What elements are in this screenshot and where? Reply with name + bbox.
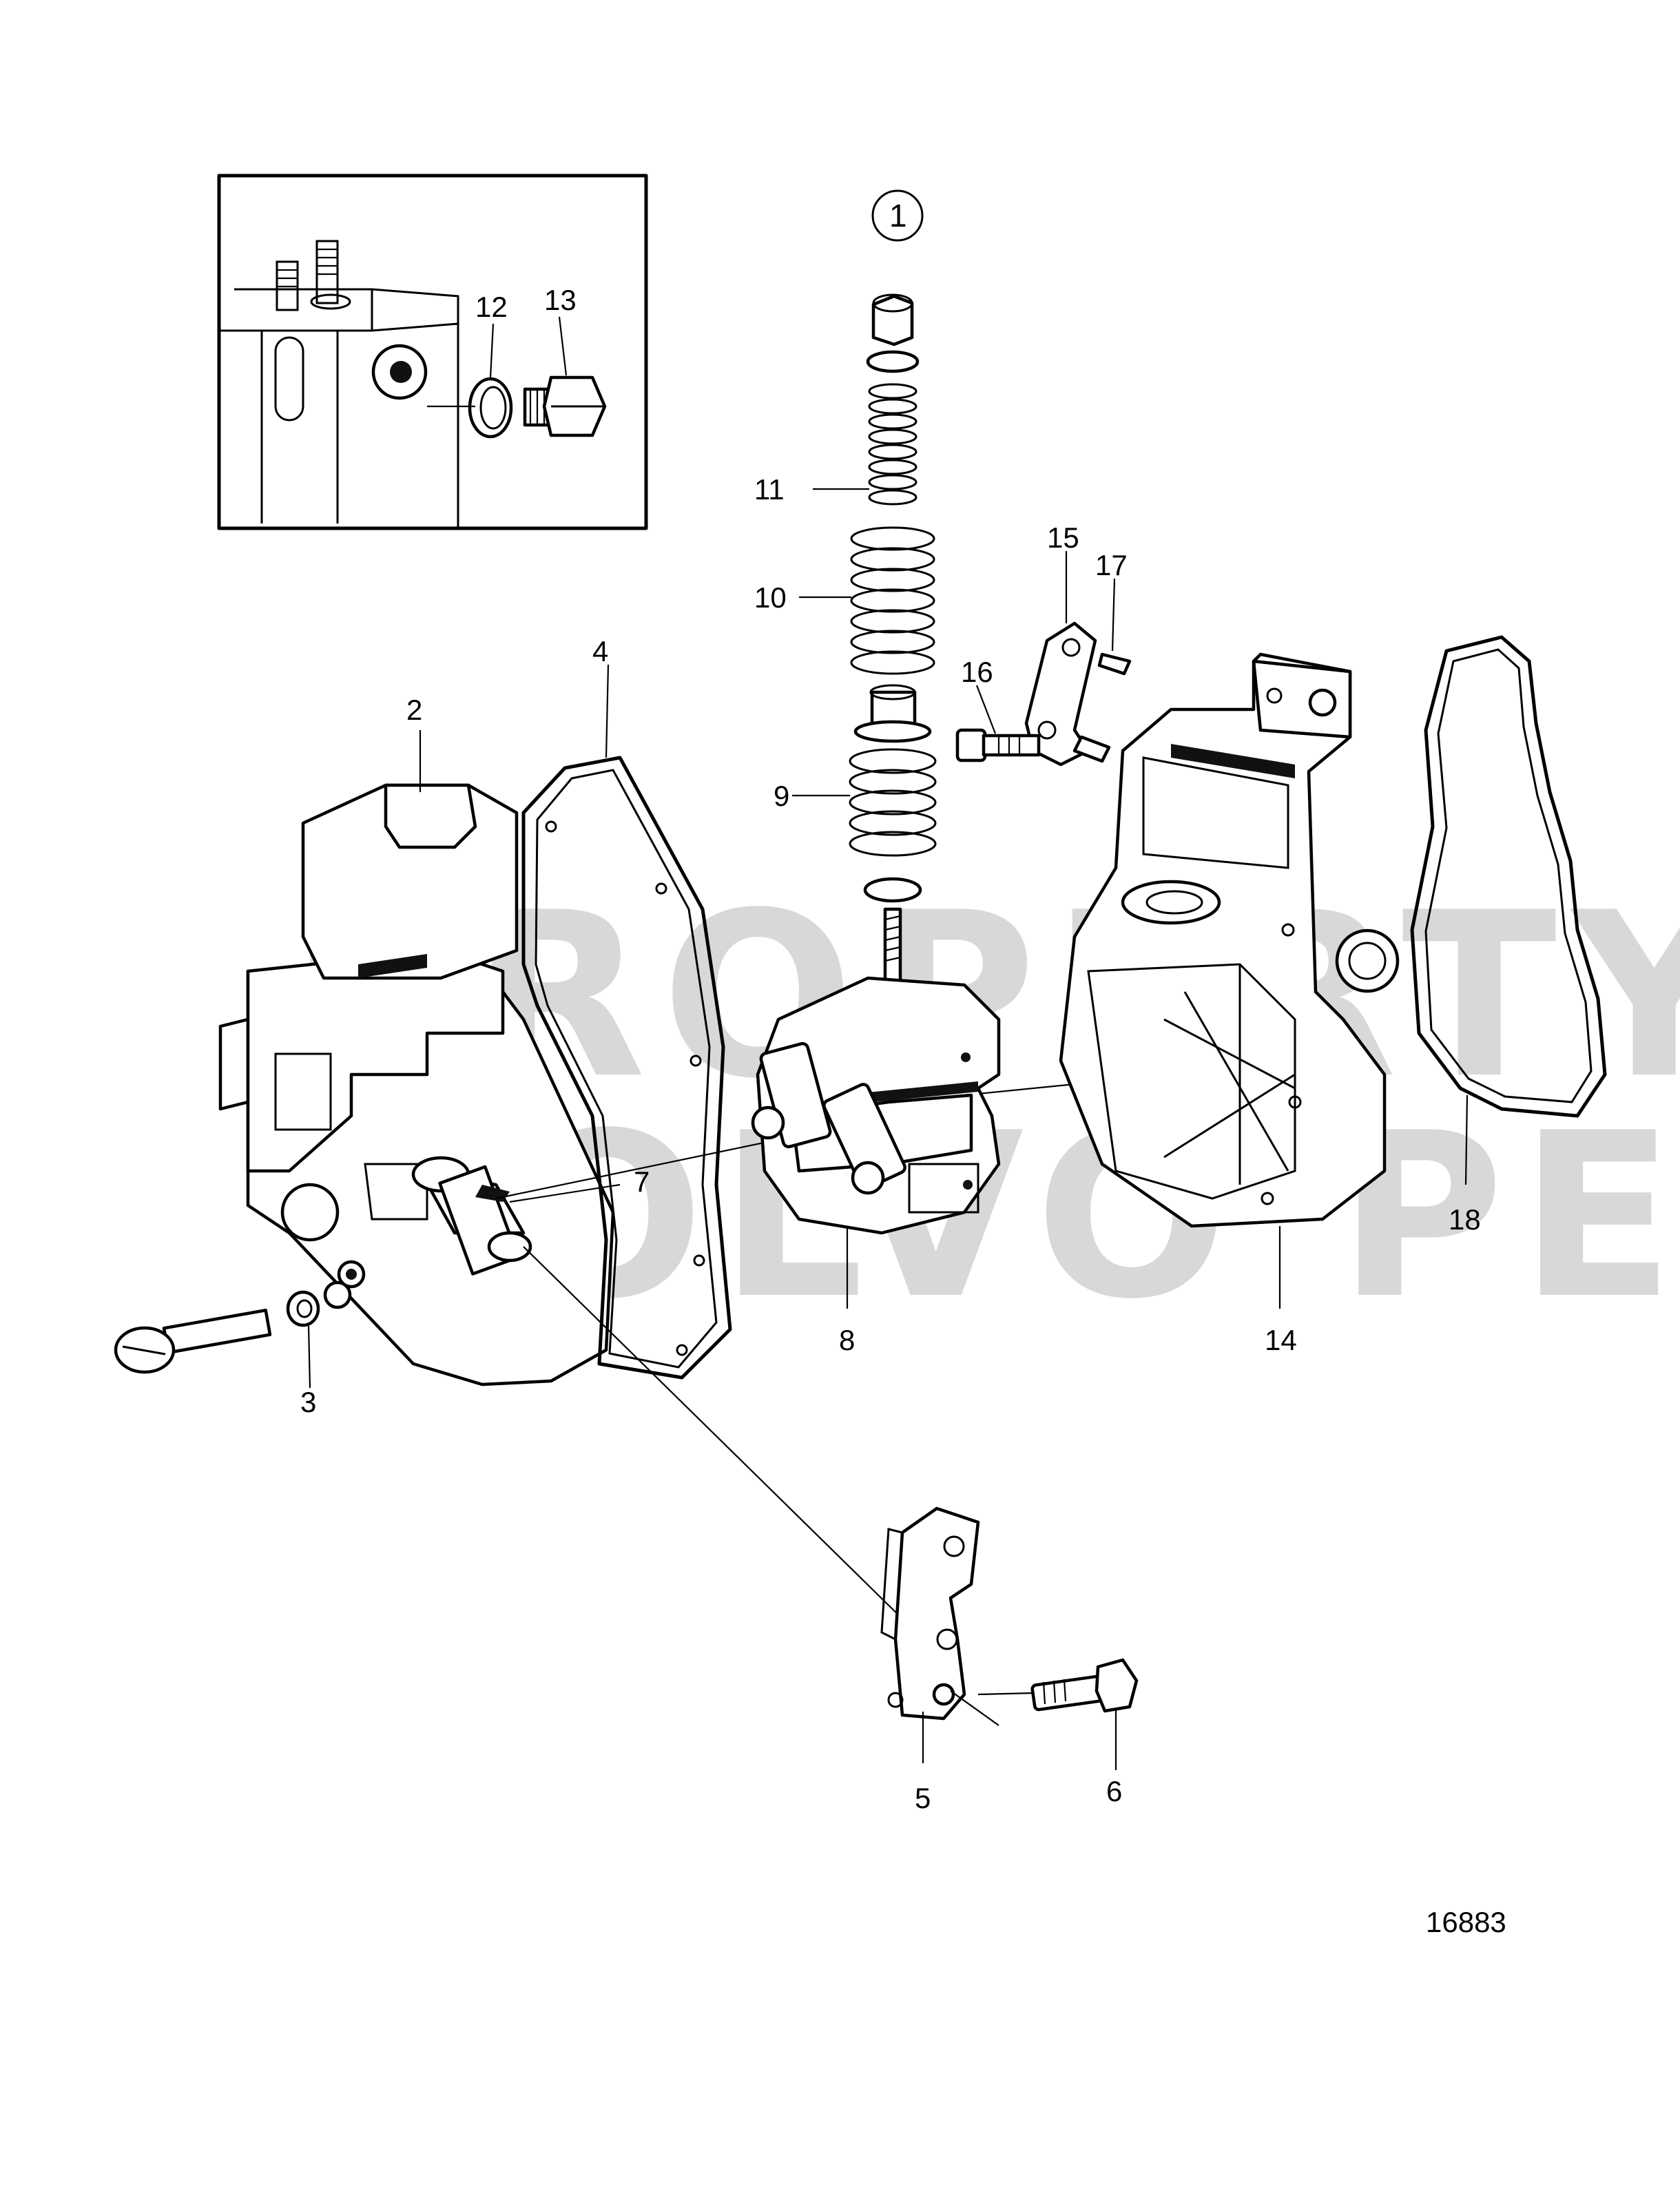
- link-5: [880, 1506, 999, 1726]
- leader-12: [489, 323, 495, 378]
- lower-washer: [863, 877, 922, 903]
- spring-retainer: [853, 684, 932, 743]
- shaft: [411, 1156, 532, 1276]
- spring-seat-washer: [866, 350, 920, 373]
- callout-7: 7: [634, 1165, 650, 1198]
- callout-14: 14: [1265, 1324, 1297, 1356]
- callout-10: 10: [754, 581, 787, 614]
- callout-2: 2: [406, 694, 422, 726]
- leader-7: [509, 1183, 621, 1203]
- flyweight-assembly-8: [751, 976, 1001, 1235]
- view-number-badge: 1: [871, 189, 924, 242]
- inset-housing-corner: [220, 240, 459, 527]
- pin-17: [1097, 652, 1132, 676]
- spring-stack: [849, 293, 937, 987]
- callout-8: 8: [839, 1324, 855, 1356]
- callout-11: 11: [754, 473, 785, 506]
- callout-5: 5: [915, 1782, 931, 1814]
- leader-13: [558, 316, 568, 376]
- lever-15: [1024, 621, 1111, 767]
- callout-16: 16: [961, 656, 993, 688]
- washer-3: [286, 1290, 320, 1327]
- spring-10: [850, 526, 935, 675]
- callout-3: 3: [300, 1386, 316, 1418]
- bolt-16: [955, 728, 1041, 762]
- callout-12: 12: [475, 291, 508, 323]
- view-number: 1: [889, 198, 907, 233]
- gasket-18: [1410, 635, 1607, 1118]
- screw-3: [114, 1290, 320, 1374]
- inset-detail: 12 13: [217, 174, 648, 530]
- bolt-6: [1030, 1658, 1139, 1713]
- leader-4: [605, 664, 610, 758]
- callout-6: 6: [1106, 1775, 1122, 1807]
- leader-17: [1111, 578, 1116, 652]
- callout-18: 18: [1449, 1203, 1481, 1236]
- spring-11: [868, 383, 917, 506]
- governor-housing-2: [218, 783, 615, 1387]
- gasket-4: [521, 756, 732, 1380]
- seal-ring-12: [468, 377, 513, 439]
- callout-9: 9: [774, 780, 789, 812]
- plug-13: [523, 375, 607, 437]
- leader-18: [1464, 1094, 1469, 1185]
- leader-16: [975, 685, 997, 734]
- housing-cover-14: [1059, 652, 1400, 1228]
- callout-17: 17: [1095, 549, 1128, 581]
- callout-15: 15: [1047, 521, 1079, 554]
- drawing-number: 16883: [1426, 1906, 1506, 1938]
- spring-9: [849, 748, 937, 857]
- inset-frame: [217, 174, 648, 530]
- callout-4: 4: [592, 635, 608, 667]
- axis-line-shaft: [523, 1246, 910, 1626]
- leader-3: [307, 1325, 311, 1389]
- callout-13: 13: [544, 284, 577, 316]
